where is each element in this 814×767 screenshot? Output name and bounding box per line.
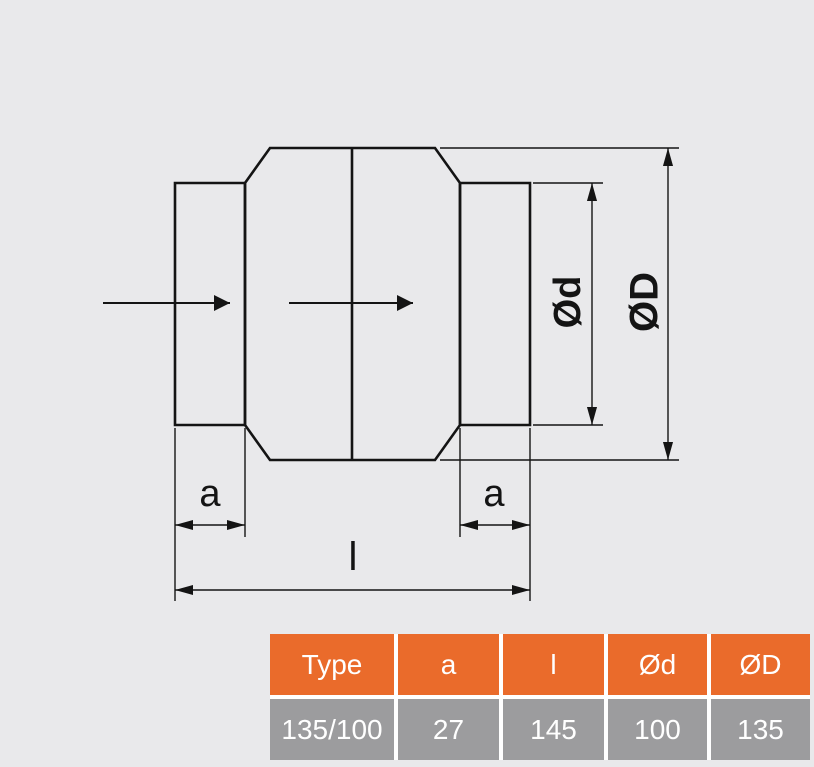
spec-table: Type a l Ød ØD 135/100 27 145 100 135 — [270, 634, 810, 760]
spec-table-cell-od-outer: 135 — [711, 699, 810, 760]
dimension-a-right: a — [459, 428, 531, 601]
spec-table-cell-type: 135/100 — [270, 699, 394, 760]
dim-label-od-outer: ØD — [623, 272, 667, 332]
valve-diagram: Ød ØD a a l — [103, 146, 679, 601]
spec-table-cell-od-inner: 100 — [608, 699, 707, 760]
right-pipe-stub — [458, 181, 532, 427]
spec-table-header-l: l — [503, 634, 604, 695]
dimension-od-outer: ØD — [440, 147, 679, 461]
spec-table-cell-a: 27 — [398, 699, 499, 760]
dim-label-a-left: a — [199, 473, 221, 515]
dimension-od-inner: Ød — [533, 182, 603, 426]
spec-table-header-od-outer: ØD — [711, 634, 810, 695]
dimension-a-left: a — [174, 428, 246, 601]
dim-label-od-inner: Ød — [547, 276, 589, 329]
dim-label-l: l — [349, 535, 358, 579]
dim-label-a-right: a — [483, 473, 505, 515]
spec-table-header-od-inner: Ød — [608, 634, 707, 695]
dimension-l: l — [175, 535, 530, 596]
spec-table-header-type: Type — [270, 634, 394, 695]
spec-table-cell-l: 145 — [503, 699, 604, 760]
spec-table-header-a: a — [398, 634, 499, 695]
